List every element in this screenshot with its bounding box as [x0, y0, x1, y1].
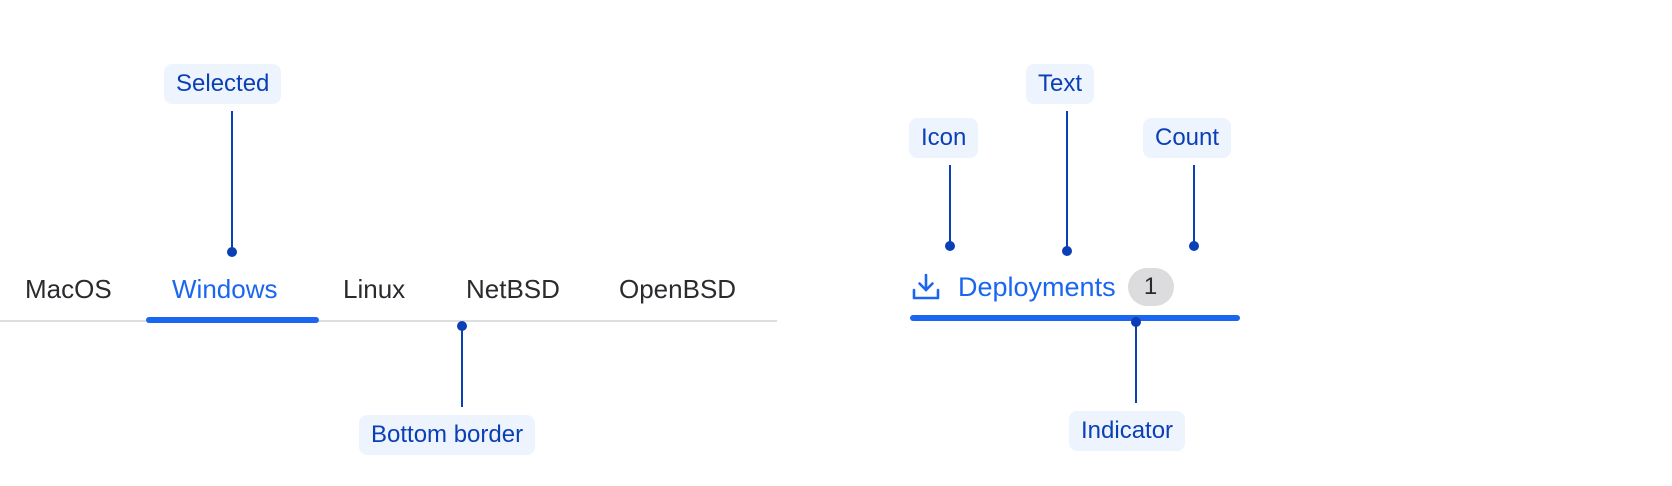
tab-netbsd[interactable]: NetBSD	[466, 274, 560, 304]
callout-icon-dot	[945, 241, 955, 251]
callout-selected: Selected	[164, 64, 282, 104]
callout-count-dot	[1189, 241, 1199, 251]
callout-text-line	[1066, 111, 1068, 249]
callout-selected-dot	[227, 247, 237, 257]
tab-linux[interactable]: Linux	[343, 274, 406, 304]
callout-count: Count	[1143, 118, 1232, 158]
tab-openbsd[interactable]: OpenBSD	[619, 274, 737, 304]
tab-macos[interactable]: MacOS	[25, 274, 112, 304]
callout-bottom-border: Bottom border	[359, 415, 536, 455]
callout-text: Text	[1026, 64, 1095, 104]
deployments-label: Deployments	[958, 271, 1116, 302]
tab-bar-bottom-border	[0, 320, 777, 322]
selected-tab-indicator	[146, 317, 319, 323]
download-icon	[910, 271, 942, 303]
deployments-tab-indicator	[910, 315, 1240, 321]
callout-indicator: Indicator	[1069, 411, 1186, 451]
callout-icon: Icon	[909, 118, 979, 158]
count-badge: 1	[1127, 268, 1174, 306]
callout-selected-line	[231, 111, 233, 251]
callout-text-dot	[1062, 246, 1072, 256]
callout-indicator-line	[1135, 322, 1137, 403]
callout-icon-line	[949, 165, 951, 244]
callout-count-line	[1193, 165, 1195, 244]
tab-windows[interactable]: Windows	[172, 274, 278, 304]
callout-bottom-border-line	[461, 326, 463, 407]
tab-deployments[interactable]: Deployments 1	[910, 263, 1174, 311]
